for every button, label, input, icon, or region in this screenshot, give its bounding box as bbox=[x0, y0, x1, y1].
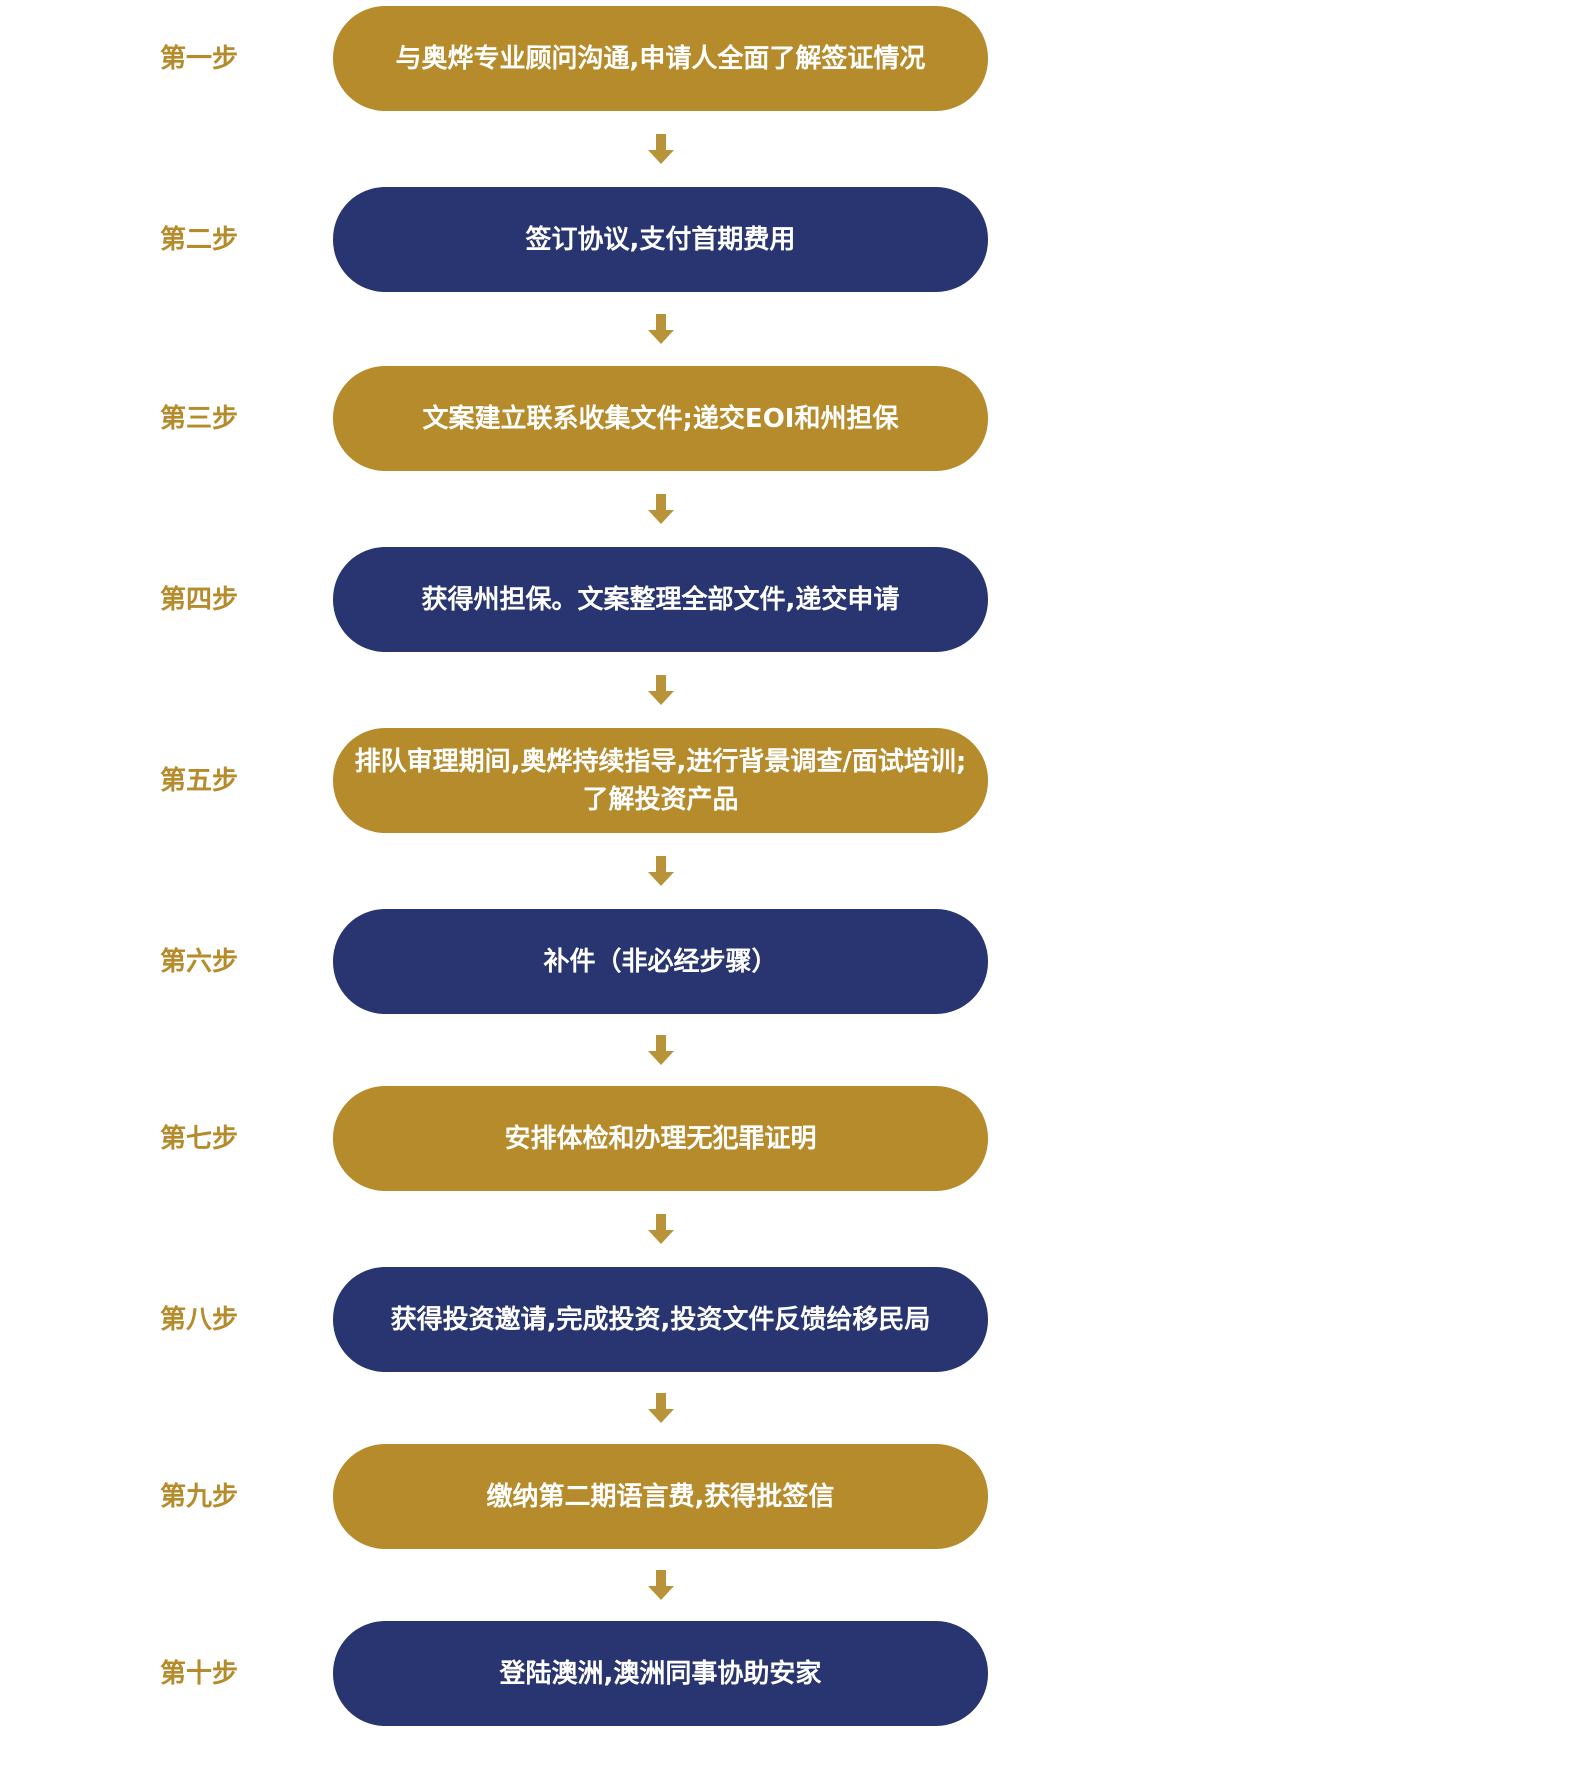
step-label: 第三步 bbox=[160, 404, 239, 434]
arrow-down-icon bbox=[648, 1035, 674, 1065]
step-label: 第四步 bbox=[160, 585, 239, 615]
step-label: 第六步 bbox=[160, 947, 239, 977]
arrow-down-icon bbox=[648, 856, 674, 886]
arrow-down-icon bbox=[648, 1570, 674, 1600]
step-box: 获得州担保。文案整理全部文件,递交申请 bbox=[333, 547, 988, 652]
step-label: 第五步 bbox=[160, 766, 239, 796]
step-box: 排队审理期间,奥烨持续指导,进行背景调查/面试培训;了解投资产品 bbox=[333, 728, 988, 833]
step-text: 排队审理期间,奥烨持续指导,进行背景调查/面试培训;了解投资产品 bbox=[354, 746, 967, 815]
arrow-down-icon bbox=[648, 1393, 674, 1423]
step-text: 补件（非必经步骤） bbox=[543, 946, 778, 977]
step-text: 安排体检和办理无犯罪证明 bbox=[504, 1123, 817, 1154]
step-label: 第七步 bbox=[160, 1124, 239, 1154]
step-text: 获得州担保。文案整理全部文件,递交申请 bbox=[421, 584, 900, 615]
arrow-down-icon bbox=[648, 494, 674, 524]
step-box: 文案建立联系收集文件;递交EOI和州担保 bbox=[333, 366, 988, 471]
step-box: 签订协议,支付首期费用 bbox=[333, 187, 988, 292]
step-text: 签订协议,支付首期费用 bbox=[525, 224, 796, 255]
step-box: 登陆澳洲,澳洲同事协助安家 bbox=[333, 1621, 988, 1726]
step-label: 第八步 bbox=[160, 1305, 239, 1335]
step-box: 补件（非必经步骤） bbox=[333, 909, 988, 1014]
arrow-down-icon bbox=[648, 134, 674, 164]
step-text: 缴纳第二期语言费,获得批签信 bbox=[486, 1481, 835, 1512]
step-label: 第一步 bbox=[160, 44, 239, 74]
step-label: 第二步 bbox=[160, 225, 239, 255]
arrow-down-icon bbox=[648, 314, 674, 344]
step-text: 获得投资邀请,完成投资,投资文件反馈给移民局 bbox=[390, 1304, 931, 1335]
step-text: 文案建立联系收集文件;递交EOI和州担保 bbox=[422, 403, 899, 434]
step-text: 登陆澳洲,澳洲同事协助安家 bbox=[499, 1658, 822, 1689]
step-box: 缴纳第二期语言费,获得批签信 bbox=[333, 1444, 988, 1549]
step-box: 获得投资邀请,完成投资,投资文件反馈给移民局 bbox=[333, 1267, 988, 1372]
step-label: 第九步 bbox=[160, 1482, 239, 1512]
step-box: 安排体检和办理无犯罪证明 bbox=[333, 1086, 988, 1191]
step-box: 与奥烨专业顾问沟通,申请人全面了解签证情况 bbox=[333, 6, 988, 111]
arrow-down-icon bbox=[648, 675, 674, 705]
step-text: 与奥烨专业顾问沟通,申请人全面了解签证情况 bbox=[395, 43, 926, 74]
step-label: 第十步 bbox=[160, 1659, 239, 1689]
arrow-down-icon bbox=[648, 1214, 674, 1244]
